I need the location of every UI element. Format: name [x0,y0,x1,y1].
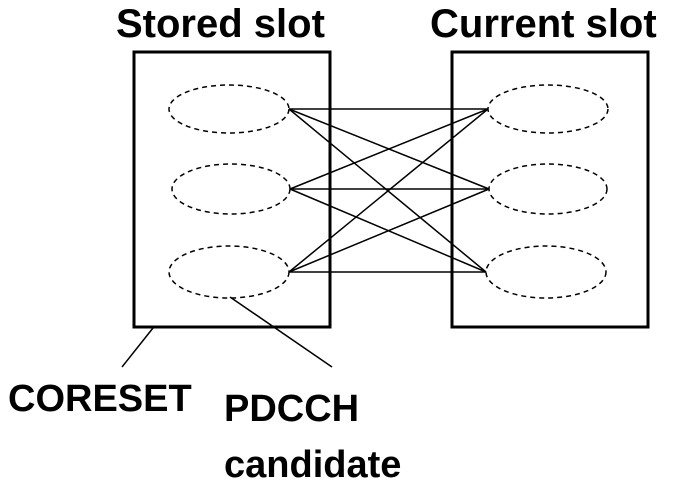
current-candidate-3 [485,245,607,299]
stored-candidate-3 [168,245,290,299]
current-candidate-1 [487,84,609,134]
connection-s3-c2 [288,188,490,273]
connection-s2-c1 [289,108,489,190]
coreset-label: CORESET [8,378,192,420]
pdcch-leader-line [229,296,333,368]
pdcch-label-line2: candidate [224,444,402,486]
candidate-connections [288,108,490,273]
stored-slot-title: Stored slot [116,2,325,46]
current-slot-title: Current slot [430,2,657,46]
stored-candidate-1 [168,84,290,134]
stored-candidate-2 [171,163,291,215]
connection-s3-c1 [288,108,489,273]
current-candidate-2 [488,163,608,215]
coreset-leader-line [121,327,154,368]
pdcch-label-line1: PDCCH [224,388,360,430]
